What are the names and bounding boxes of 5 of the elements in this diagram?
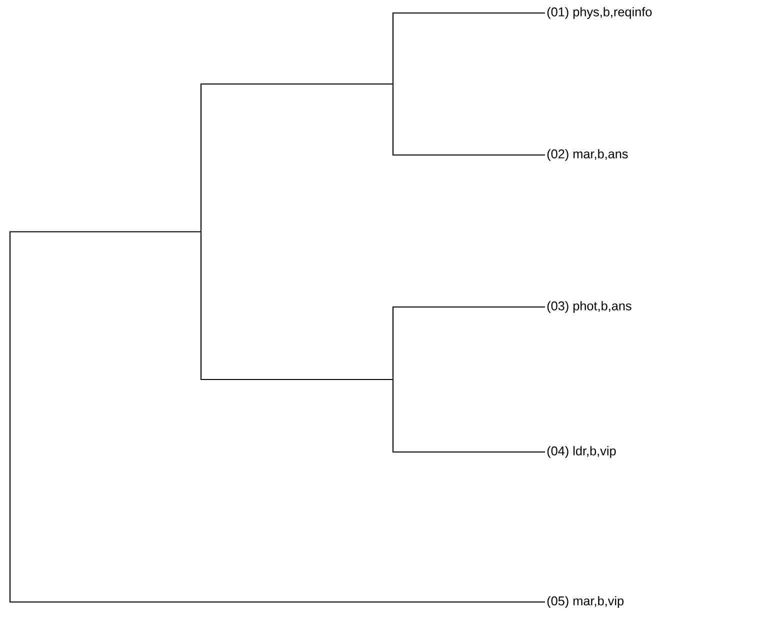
leaf-label: (01) phys,b,reqinfo xyxy=(547,7,652,19)
leaf-label: (04) ldr,b,vip xyxy=(547,446,616,458)
leaf-label: (05) mar,b,vip xyxy=(547,596,624,608)
leaf-label: (02) mar,b,ans xyxy=(547,149,628,161)
leaf-label: (03) phot,b,ans xyxy=(547,301,632,313)
